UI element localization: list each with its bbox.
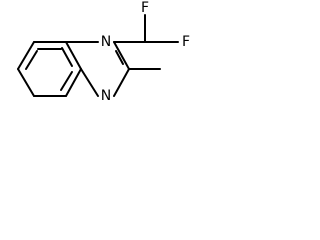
benzene-ring [17,41,82,97]
bond [65,41,82,70]
nitrogen-label-bottom: N [101,88,111,104]
double-bond-inner [61,47,73,67]
fluorine-label-top: F [141,0,149,16]
double-bond-inner [115,50,124,65]
difluoromethyl-group [113,14,179,43]
molecular-structure-diagram: N N F F [17,0,190,104]
pyrazine-ring [61,41,130,97]
bond [80,68,99,97]
double-bond-inner [25,50,38,70]
fluorine-label-right: F [182,34,190,50]
bond [113,41,130,70]
bond [113,68,130,97]
nitrogen-label-top: N [101,34,111,50]
double-bond-inner [60,71,73,91]
bond [17,68,35,97]
bond [65,68,82,97]
bond [17,41,35,70]
